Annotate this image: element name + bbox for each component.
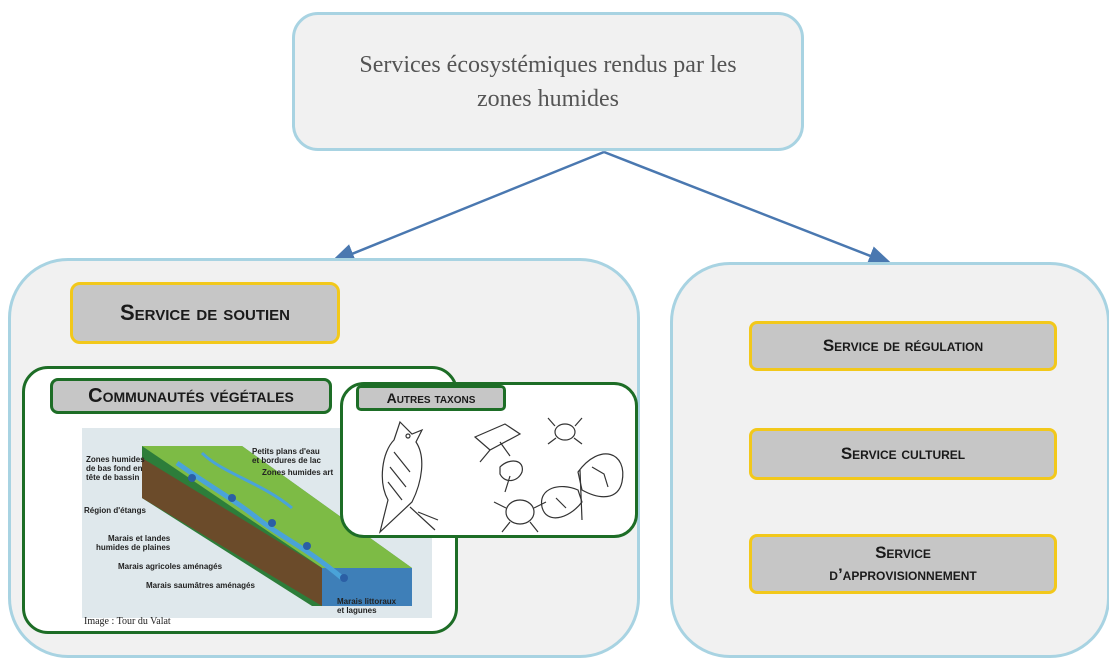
map-label: Marais agricoles aménagés (118, 562, 223, 571)
map-label: de bas fond en (86, 464, 143, 473)
map-label: Région d'étangs (84, 506, 146, 515)
map-label: et lagunes (337, 606, 377, 615)
map-label: Marais saumâtres aménagés (146, 581, 255, 590)
arrow-to-left (329, 150, 605, 264)
diagram-title-box: Services écosystémiques rendus par les z… (292, 12, 804, 151)
map-label: Petits plans d'eau (252, 447, 320, 456)
service-culturel-label: Service culturel (749, 428, 1057, 480)
map-label: Marais littoraux (337, 597, 397, 606)
service-soutien-label: Service de soutien (70, 282, 340, 344)
service-regulation-label: Service de régulation (749, 321, 1057, 371)
image-caption: Image : Tour du Valat (84, 616, 171, 627)
fauna-drawings (378, 417, 624, 534)
map-label: tête de bassin (86, 473, 140, 482)
service-approvisionnement-label: Service d’approvisionnement (749, 534, 1057, 594)
autres-taxons-label: Autres taxons (356, 385, 506, 411)
map-label: et bordures de lac (252, 456, 321, 465)
diagram-title: Services écosystémiques rendus par les z… (359, 51, 737, 112)
map-label: humides de plaines (96, 543, 171, 552)
map-label: Zones humides art (262, 468, 334, 477)
arrow-to-right (603, 150, 894, 266)
map-label: Zones humides (86, 455, 145, 464)
communautes-vegetales-label: Communautés végétales (50, 378, 332, 414)
map-label: Marais et landes (108, 534, 171, 543)
